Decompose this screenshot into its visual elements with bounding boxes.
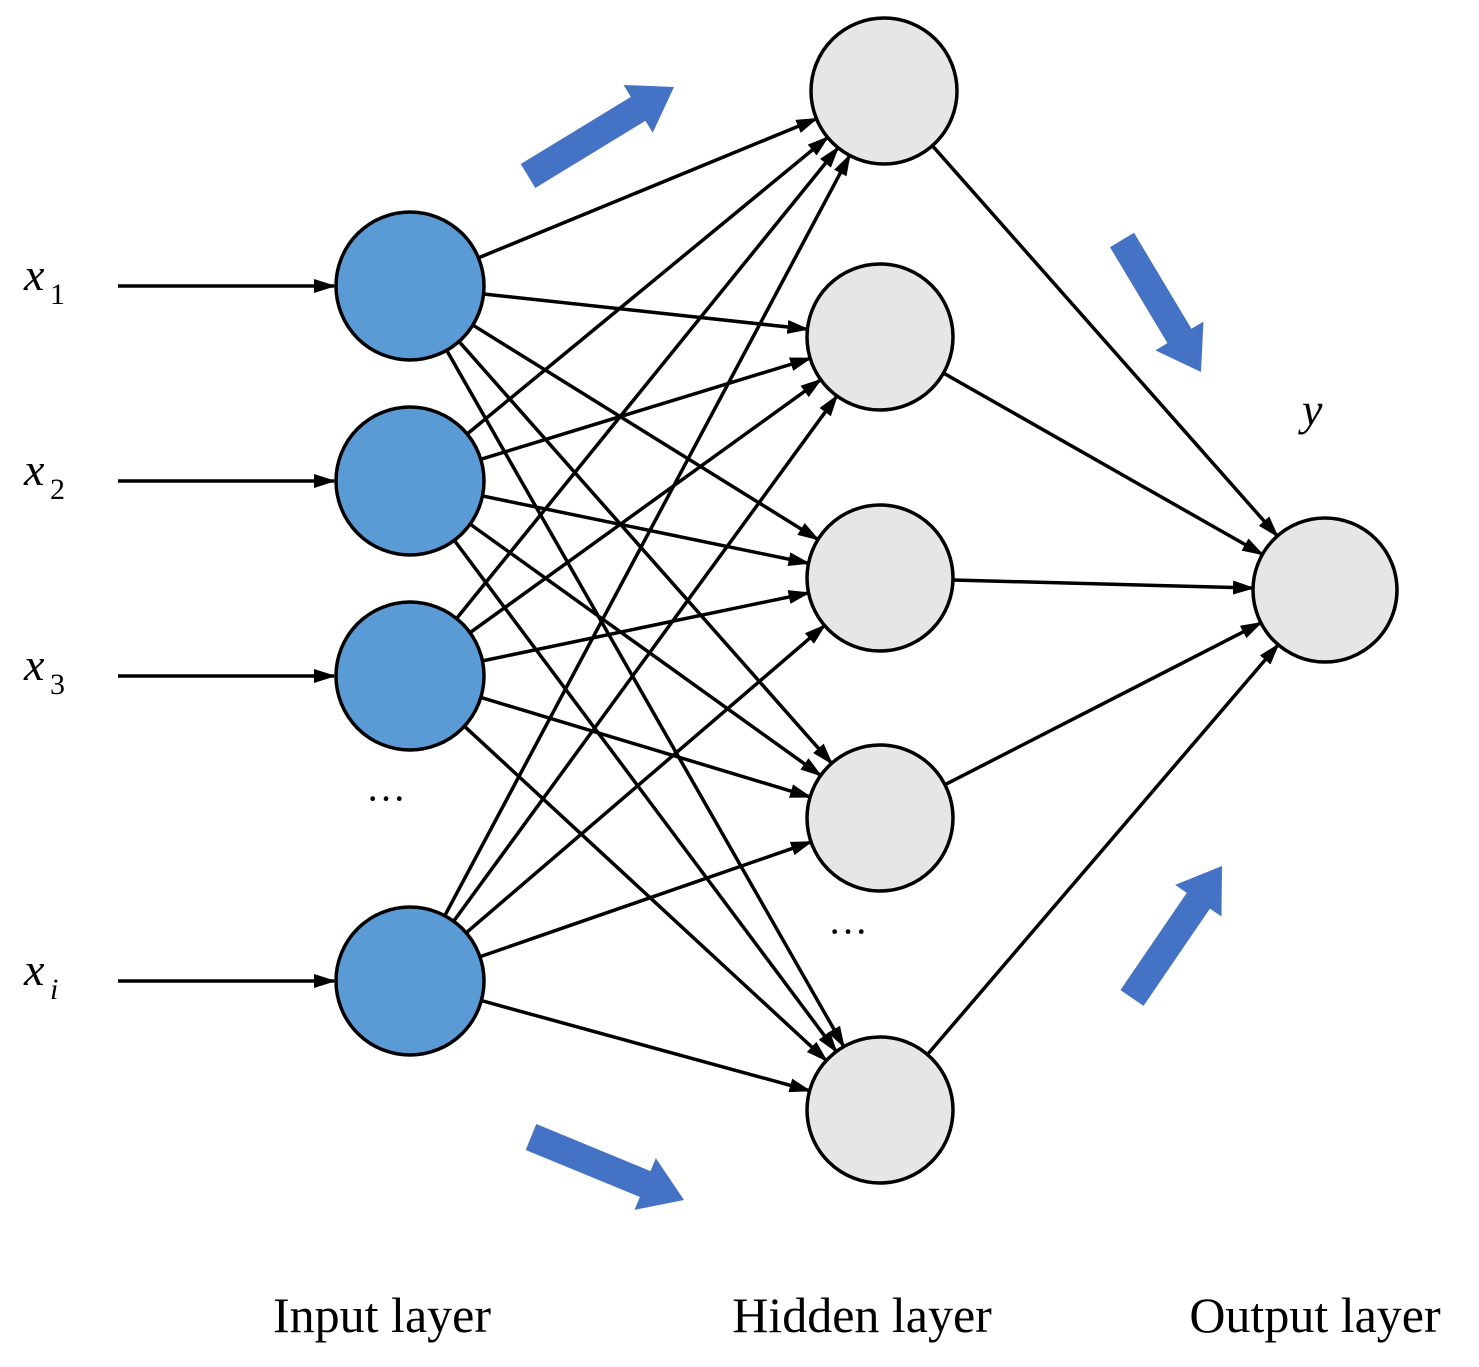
connection-hidden-5-output	[926, 643, 1280, 1056]
hidden-ellipsis: ···	[828, 909, 868, 954]
connection-input-3-hidden-1	[455, 146, 840, 620]
connection-hidden-3-output	[952, 578, 1256, 595]
flow-arrow-hidden-to-output-bottom	[1120, 866, 1222, 1006]
connection-input-2-hidden-2	[480, 356, 813, 461]
connection-hidden-1-output	[931, 144, 1279, 538]
output-layer-nodes	[1251, 516, 1399, 664]
hidden-node-1	[809, 16, 959, 166]
connection-input-4-hidden-2	[452, 394, 839, 923]
flow-arrow-input-to-hidden-top	[520, 84, 674, 188]
input-variable-label-3: x	[23, 639, 45, 690]
input-variable-subscript-1: 1	[50, 278, 65, 311]
input-node-1	[334, 210, 486, 362]
connection-input-1-hidden-4	[457, 340, 833, 765]
connection-input-3-hidden-5	[463, 724, 828, 1062]
hidden-node-2	[805, 262, 955, 412]
connection-input-3-hidden-3	[482, 590, 811, 663]
connection-input-4-hidden-5	[480, 998, 812, 1093]
input-ellipsis: ···	[366, 776, 406, 821]
input-variable-subscript-4: i	[50, 973, 58, 1006]
input-node-2	[334, 405, 486, 557]
flow-arrow-input-to-hidden-bottom	[525, 1124, 684, 1210]
input-variable-label-4: x	[23, 944, 45, 995]
input-layer-label: Input layer	[273, 1287, 491, 1343]
connection-input-1-hidden-5	[445, 349, 846, 1049]
connection-input-1-hidden-2	[483, 292, 810, 334]
connection-input-4-hidden-3	[465, 624, 827, 935]
connection-hidden-2-output	[942, 371, 1265, 556]
input-variable-label-2: x	[23, 444, 45, 495]
hidden-layer-nodes	[805, 16, 959, 1185]
connection-input-2-hidden-4	[469, 522, 823, 777]
input-layer-nodes	[334, 210, 486, 1057]
hidden-node-3	[805, 503, 955, 653]
connection-input-4-hidden-1	[443, 153, 852, 917]
connection-input-2-hidden-1	[466, 136, 830, 436]
input-node-3	[334, 600, 486, 752]
input-variable-subscript-2: 2	[50, 473, 65, 506]
connection-hidden-4-output	[944, 621, 1263, 787]
connection-input-1-hidden-1	[477, 117, 819, 260]
output-node	[1251, 516, 1399, 664]
flow-arrow-hidden-to-output-top	[1109, 232, 1204, 372]
output-variable-label: y	[1298, 384, 1323, 435]
hidden-node-4	[805, 743, 955, 893]
connection-input-2-hidden-3	[482, 494, 811, 567]
input-node-4	[334, 905, 486, 1057]
hidden-node-5	[805, 1035, 955, 1185]
input-arrows	[118, 279, 336, 988]
hidden-layer-label: Hidden layer	[732, 1287, 992, 1343]
connection-input-2-hidden-5	[452, 539, 838, 1054]
connection-input-4-hidden-4	[479, 840, 813, 959]
output-layer-label: Output layer	[1189, 1287, 1441, 1343]
input-variable-subscript-3: 3	[50, 668, 65, 701]
connections	[443, 117, 1280, 1093]
flow-arrows	[520, 84, 1222, 1210]
input-variable-label-1: x	[23, 249, 45, 300]
connection-input-3-hidden-4	[480, 695, 813, 799]
connection-input-3-hidden-2	[468, 378, 823, 635]
